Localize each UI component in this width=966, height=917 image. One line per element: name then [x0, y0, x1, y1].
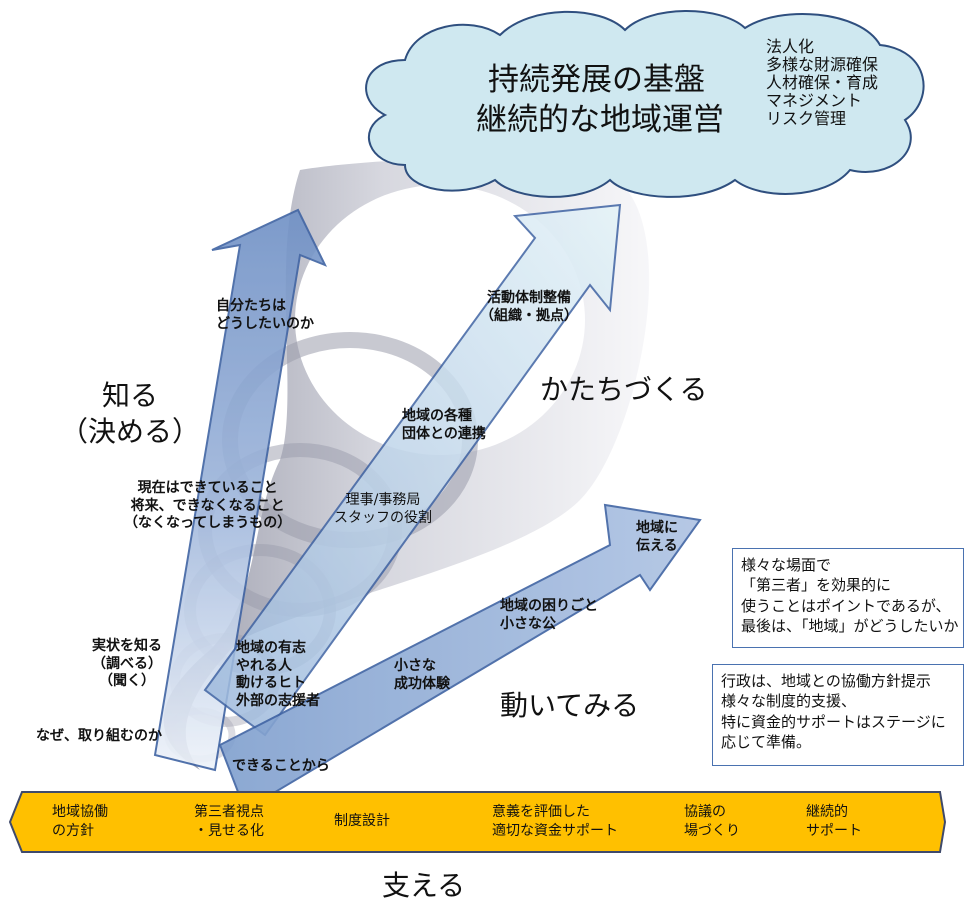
- katachi-arrow: [203, 203, 622, 737]
- stage-label-sasaeru: 支える: [382, 869, 466, 902]
- cloud-title-line2: 継続的な地域運営: [476, 102, 724, 138]
- band-item: 地域協働 の方針: [52, 804, 108, 839]
- cloud-item: 多様な財源確保: [766, 54, 879, 74]
- right-arrow-bottom-text: できることから: [232, 758, 330, 774]
- left-arrow-top-text: 自分たちは どうしたいのか: [216, 298, 314, 332]
- right-arrow-lower-text: 小さな 成功体験: [394, 658, 450, 692]
- right-arrow-mid-text: 地域の困りごと 小さな公: [500, 598, 598, 632]
- middle-arrow-lower-text: 理事/事務局 スタッフの役割: [334, 492, 432, 526]
- cloud-items: 法人化 多様な財源確保 人材確保・育成 マネジメント リスク管理: [766, 38, 878, 128]
- left-arrow-bottom-text: 実状を知る （調べる） （聞く）: [92, 638, 162, 689]
- start-label: なぜ、取り組むのか: [36, 728, 162, 744]
- left-arrow-mid-text: 現在はできていること 将来、できなくなること （なくなってしまうもの）: [124, 480, 292, 531]
- cloud-item: 法人化: [766, 37, 815, 56]
- support-band: [8, 791, 947, 853]
- note-third-party: 様々な場面で 「第三者」を効果的に 使うことはポイントであるが、 最後は、「地域…: [732, 548, 964, 648]
- band-item: 協議の 場づくり: [684, 804, 740, 839]
- band-item: 制度設計: [334, 813, 390, 829]
- band-item: 継続的 サポート: [806, 804, 862, 839]
- note-government: 行政は、地域との協働方針提示 様々な制度的支援、 特に資金的サポートはステージに…: [712, 664, 964, 766]
- cloud-item: マネジメント: [766, 90, 863, 110]
- stage-label-shiru: 知る （決める）: [60, 379, 201, 449]
- middle-arrow-bottom-text: 地域の有志 やれる人 動けるヒト 外部の志援者: [236, 640, 320, 709]
- cloud-item: 人材確保・育成: [766, 72, 879, 92]
- ugoku-arrow: [218, 503, 702, 812]
- cloud-title-line1: 持続発展の基盤: [488, 62, 705, 98]
- stage-label-katachi: かたちづくる: [540, 373, 708, 406]
- stage-label-ugoku: 動いてみる: [500, 689, 640, 722]
- right-arrow-top-text: 地域に 伝える: [636, 520, 678, 554]
- cloud-shape: [365, 10, 925, 198]
- cloud-item: リスク管理: [766, 108, 847, 128]
- band-item: 第三者視点 ・見せる化: [194, 804, 264, 839]
- middle-arrow-top-text: 活動体制整備 （組織・拠点）: [480, 290, 578, 324]
- middle-arrow-mid-text: 地域の各種 団体との連携: [402, 408, 486, 442]
- band-item: 意義を評価した 適切な資金サポート: [492, 804, 618, 839]
